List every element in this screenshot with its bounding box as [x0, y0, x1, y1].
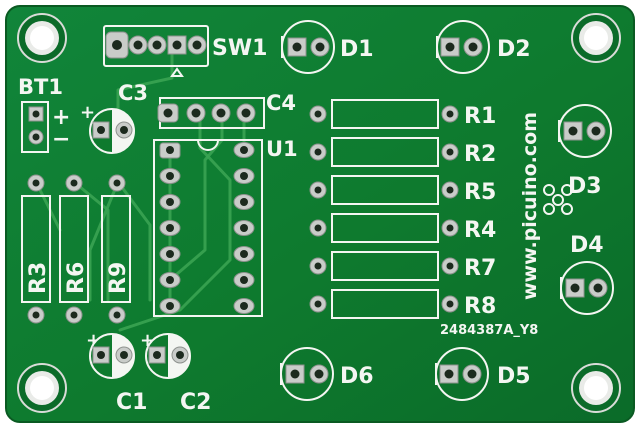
r1-label: R1 — [464, 104, 496, 129]
d1-label: D1 — [340, 37, 374, 62]
r8-resistor: R8 — [309, 289, 496, 319]
mounting-hole-bottom-right — [571, 363, 621, 413]
r1-resistor: R1 — [309, 99, 496, 129]
d6-label: D6 — [340, 364, 374, 389]
serial-number: 2484387A_Y8 — [440, 323, 538, 338]
mounting-hole-bottom-left — [17, 363, 67, 413]
r2-label: R2 — [464, 142, 496, 167]
bt1-plus: + — [52, 105, 70, 130]
sw1-label: SW1 — [212, 36, 267, 61]
mounting-hole-top-right — [571, 13, 621, 63]
sw1-switch: SW1 — [103, 25, 267, 77]
r4-label: R4 — [464, 218, 496, 243]
r5-label: R5 — [464, 180, 496, 205]
c3-capacitor: C3 + — [80, 81, 148, 154]
d5-label: D5 — [497, 364, 531, 389]
d4-label: D4 — [570, 233, 604, 258]
r8-label: R8 — [464, 294, 496, 319]
d2-label: D2 — [497, 37, 531, 62]
u1-pads-left — [159, 142, 181, 314]
d3-led: D3 — [558, 104, 612, 199]
c2-label: C2 — [180, 390, 211, 415]
c3-plus: + — [80, 102, 95, 123]
u1-label: U1 — [266, 137, 298, 161]
d6-led: D6 — [280, 347, 374, 401]
sw1-pads — [105, 31, 207, 59]
r7-label: R7 — [464, 256, 496, 281]
c1-label: C1 — [116, 390, 147, 415]
d3-label: D3 — [568, 174, 602, 199]
picuino-logo — [543, 184, 573, 215]
r9-resistor: R9 — [101, 174, 131, 324]
d1-led: D1 — [281, 20, 374, 74]
bt1-battery-connector: BT1 + − — [18, 75, 70, 153]
r5-resistor: R5 — [309, 175, 496, 205]
c3-label: C3 — [118, 81, 148, 105]
r9-label: R9 — [106, 262, 131, 294]
d2-led: D2 — [436, 20, 531, 74]
d5-led: D5 — [435, 347, 531, 401]
url-text: www.picuino.com — [519, 112, 541, 300]
mounting-holes — [17, 13, 621, 413]
u1-pads-right — [233, 142, 255, 314]
bt1-label: BT1 — [18, 75, 63, 99]
r6-resistor: R6 — [59, 174, 89, 324]
c1-capacitor: + C1 — [86, 330, 147, 415]
r2-resistor: R2 — [309, 137, 496, 167]
c4-capacitor: C4 — [157, 91, 296, 129]
u1-ic: U1 — [153, 137, 298, 317]
r6-label: R6 — [64, 262, 89, 294]
c4-label: C4 — [266, 91, 296, 115]
c2-capacitor: + C2 — [140, 330, 211, 415]
r4-resistor: R4 — [309, 213, 496, 243]
r7-resistor: R7 — [309, 251, 496, 281]
d4-led: D4 — [560, 233, 614, 315]
r3-label: R3 — [26, 262, 51, 294]
r3-resistor: R3 — [21, 174, 51, 324]
mounting-hole-top-left — [17, 13, 67, 63]
bt1-minus: − — [52, 127, 70, 152]
